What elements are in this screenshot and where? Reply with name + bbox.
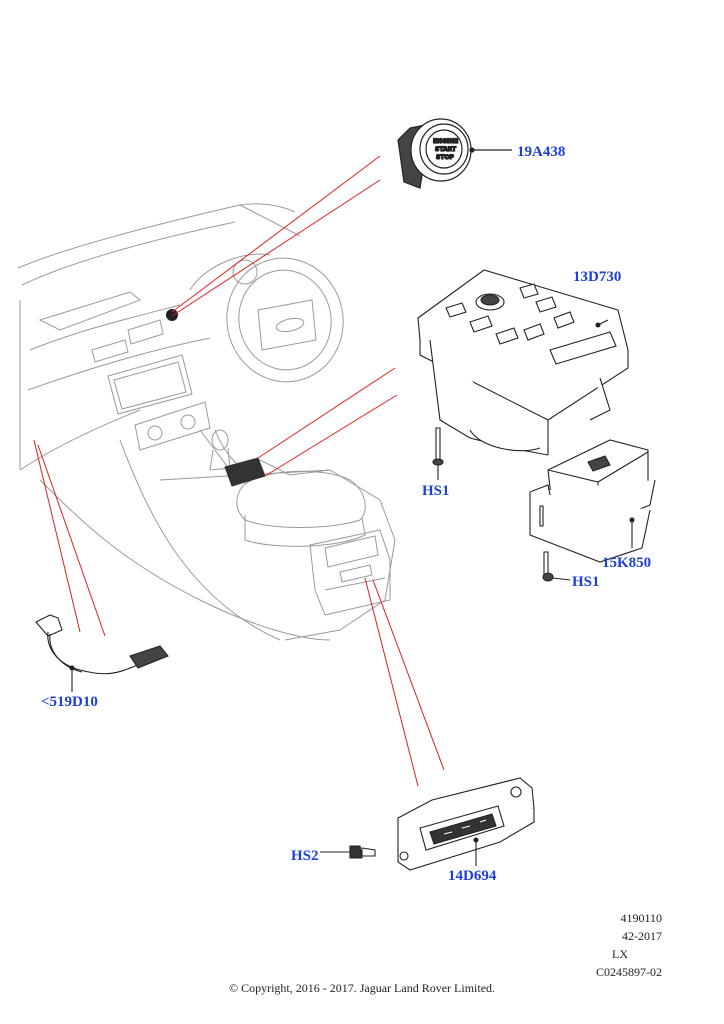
start-stop-button-part: ENGINE START STOP xyxy=(397,118,512,189)
rear-seat-switch-part xyxy=(320,777,535,871)
callout-13d730[interactable]: 13D730 xyxy=(573,269,622,285)
callout-15k850[interactable]: 15K850 xyxy=(602,555,652,571)
date-code: 42-2017 xyxy=(622,929,662,943)
button-legend-stop: STOP xyxy=(436,154,455,161)
callout-hs2[interactable]: HS2 xyxy=(291,848,319,864)
wiring-harness-part xyxy=(35,614,169,692)
model-code: LX xyxy=(612,947,628,961)
callout-hs1-upper[interactable]: HS1 xyxy=(422,483,450,499)
vehicle-interior-illustration xyxy=(17,203,396,641)
leader-lines xyxy=(33,155,445,787)
callout-19a438[interactable]: 19A438 xyxy=(517,144,566,160)
callout-hs1-lower[interactable]: HS1 xyxy=(572,574,600,590)
terrain-response-switch-part xyxy=(417,269,629,480)
start-button-location-marker xyxy=(166,309,178,321)
button-legend-engine: ENGINE xyxy=(433,138,458,145)
diagram-number: 4190110 xyxy=(620,911,662,925)
image-code: C0245897-02 xyxy=(596,965,662,979)
copyright-notice: © Copyright, 2016 - 2017. Jaguar Land Ro… xyxy=(228,981,496,995)
callout-519d10[interactable]: <519D10 xyxy=(41,694,98,710)
button-legend-start: START xyxy=(435,146,457,153)
callout-14d694[interactable]: 14D694 xyxy=(448,868,497,884)
control-module-part xyxy=(529,439,656,582)
